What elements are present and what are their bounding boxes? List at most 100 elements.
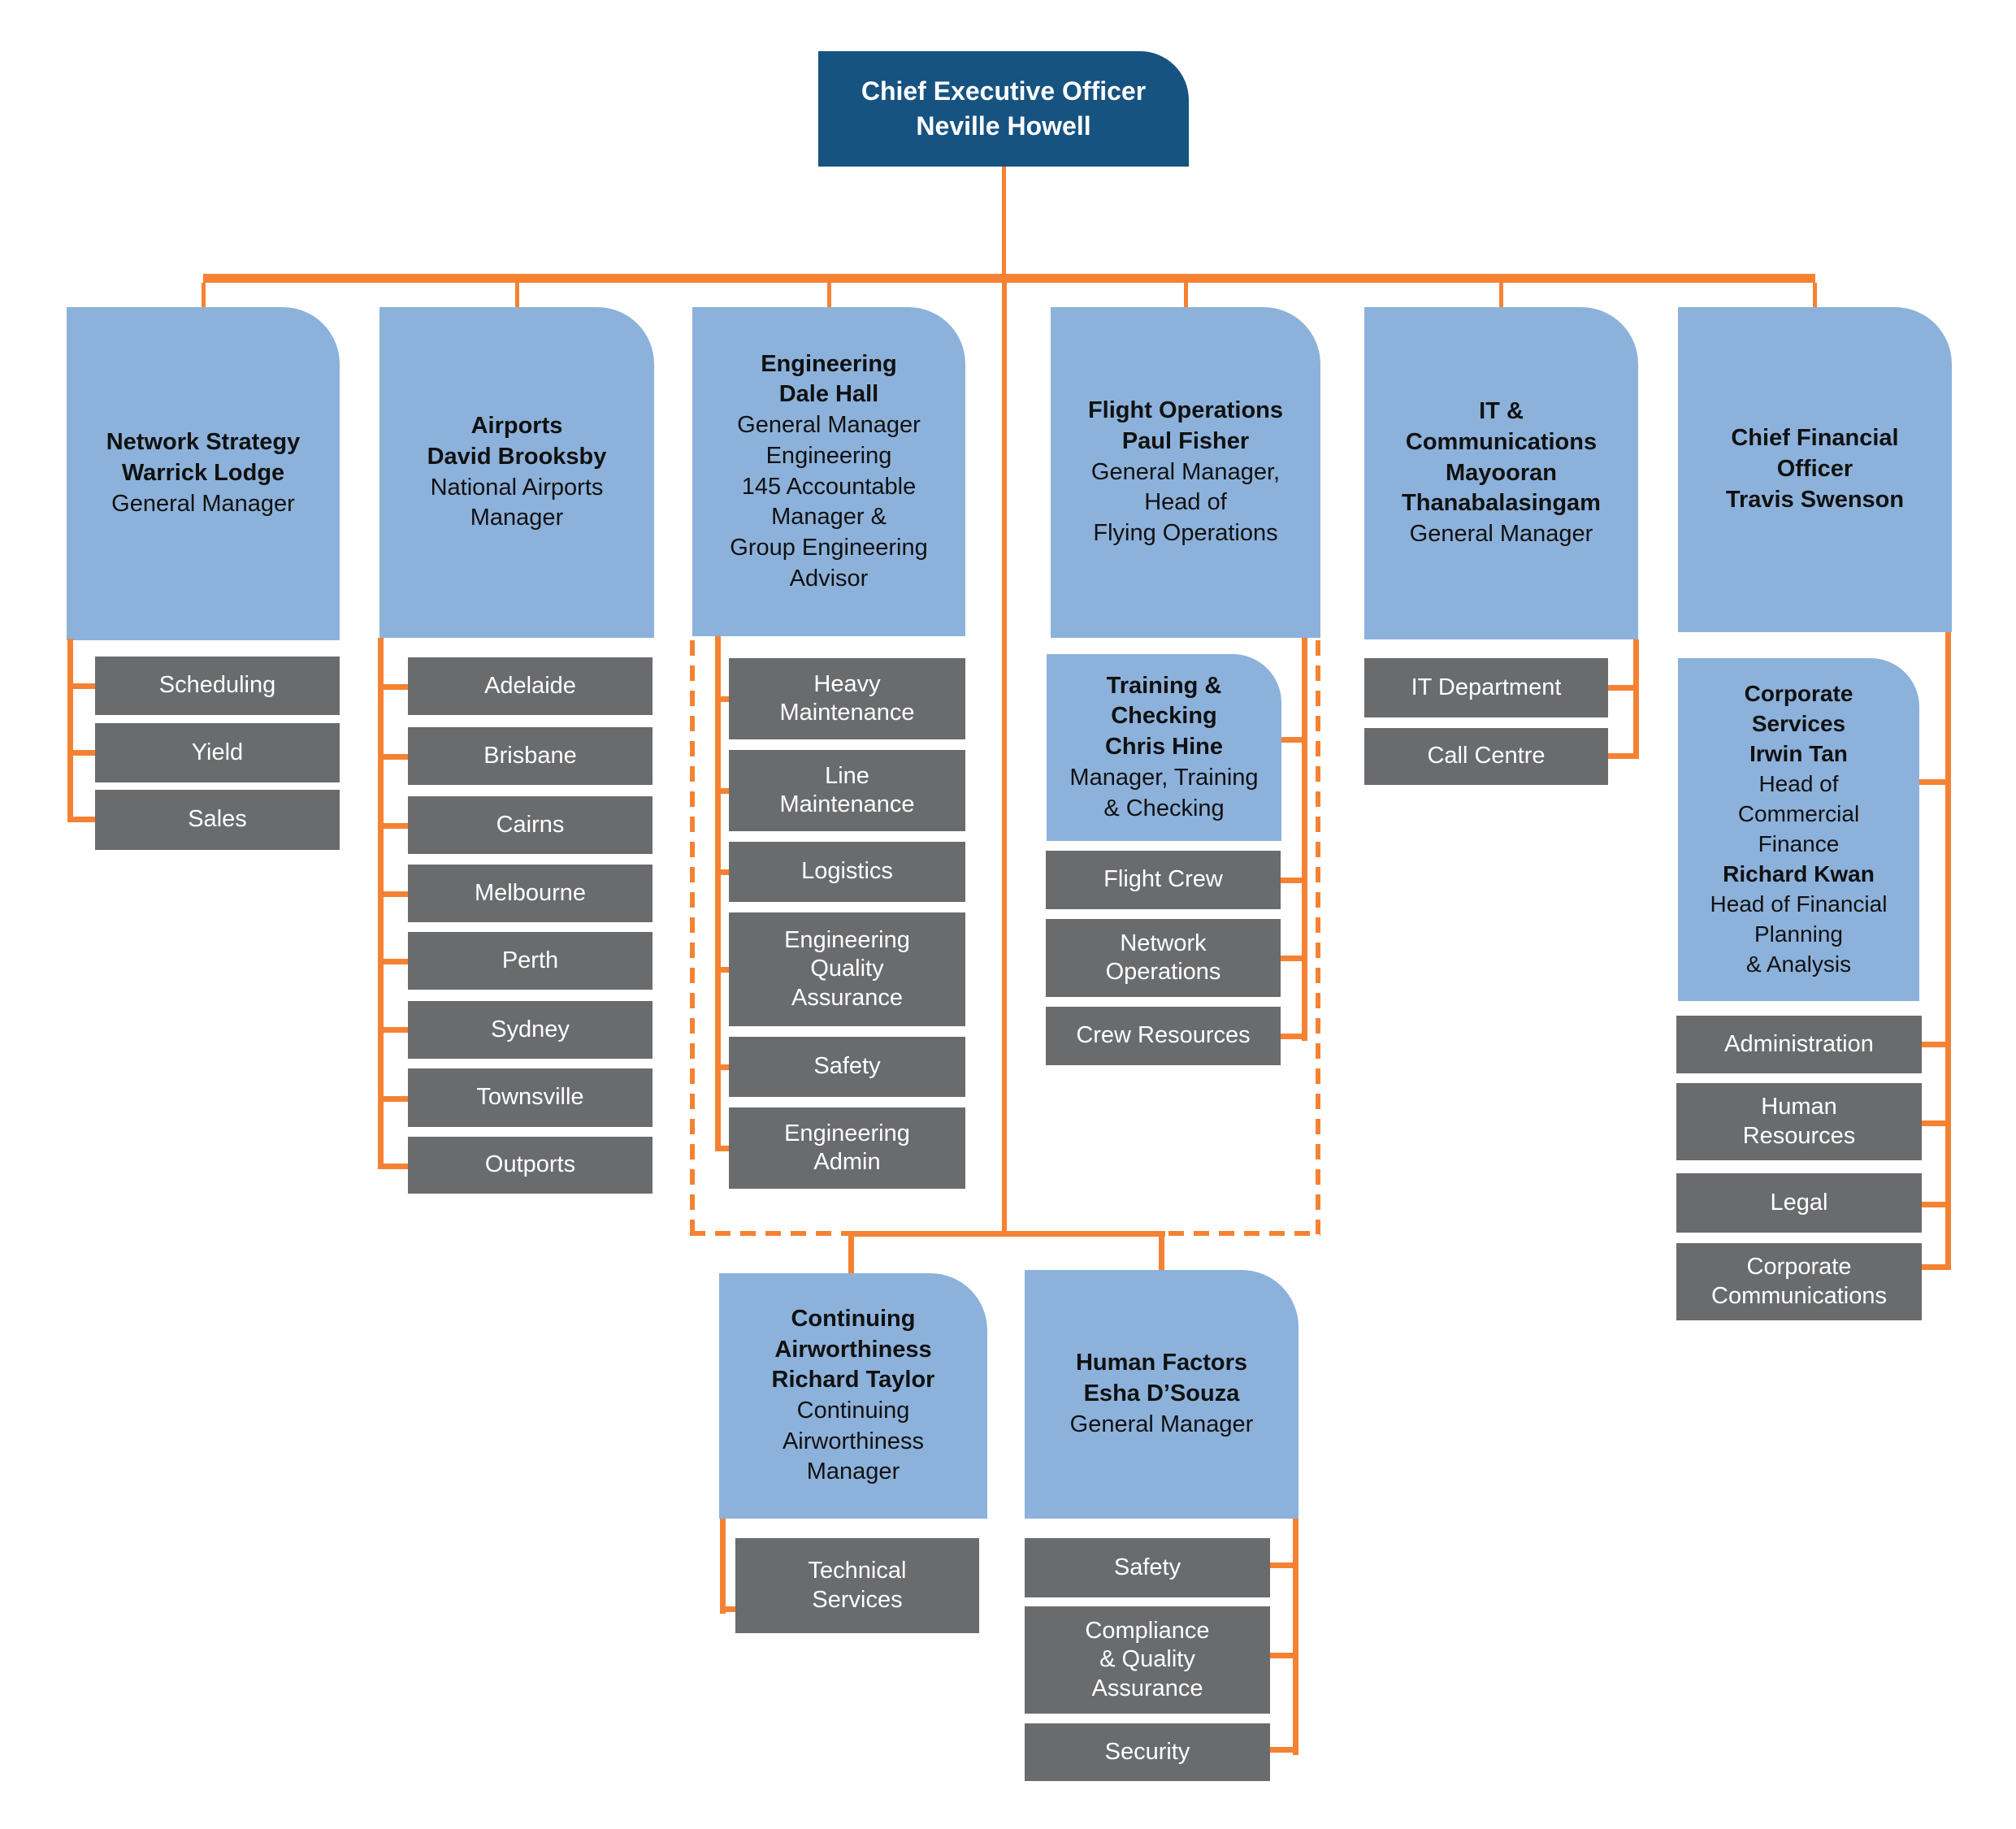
connector-engineering-rail	[715, 636, 721, 1151]
item-legal: Legal	[1676, 1173, 1922, 1233]
connector-drop-continuing-airworthiness	[848, 1237, 854, 1273]
connector-drop-flight-operations	[1184, 283, 1188, 307]
item-call-centre-label: Call Centre	[1427, 743, 1546, 769]
branch-flight-operations: Flight Operations Paul Fisher General Ma…	[1051, 307, 1320, 638]
item-technical-services: Technical Services	[735, 1538, 979, 1633]
ceo-box: Chief Executive Officer Neville Howell	[818, 51, 1189, 167]
item-human-resources-label: Human Resources	[1742, 1094, 1856, 1149]
item-perth: Perth	[408, 932, 652, 990]
connector-stub-outports	[378, 1164, 408, 1169]
connector-stub-crew-resources	[1281, 1034, 1302, 1039]
item-cairns: Cairns	[408, 796, 652, 854]
branch-corporate-services: Corporate Services Irwin Tan Head of Com…	[1678, 658, 1919, 1001]
item-crew-resources: Crew Resources	[1046, 1007, 1281, 1065]
connector-stub-heavy-maintenance	[715, 696, 729, 702]
branch-corporate-services-role-1: Head of Commercial Finance	[1737, 771, 1860, 856]
connector-stub-line-maintenance	[715, 788, 729, 794]
item-engineering-admin: Engineering Admin	[729, 1107, 965, 1189]
connector-stub-training-checking	[1281, 737, 1302, 743]
item-outports: Outports	[408, 1137, 652, 1194]
branch-network-strategy: Network Strategy Warrick Lodge General M…	[67, 307, 340, 640]
item-perth-label: Perth	[501, 947, 559, 973]
item-flight-crew: Flight Crew	[1046, 851, 1281, 909]
branch-training-checking-role: Manager, Training & Checking	[1069, 764, 1259, 821]
branch-human-factors-title: Human Factors Esha D’Souza	[1075, 1350, 1248, 1407]
item-corporate-communications: Corporate Communications	[1676, 1243, 1922, 1320]
branch-engineering-role: General Manager Engineering 145 Accounta…	[730, 412, 928, 592]
branch-engineering: Engineering Dale Hall General Manager En…	[692, 307, 965, 636]
connector-top-bar	[203, 274, 1815, 283]
connector-stub-corporate-services	[1919, 779, 1945, 785]
connector-stub-cairns	[378, 823, 408, 829]
branch-network-strategy-role: General Manager	[111, 490, 295, 517]
item-network-operations-label: Network Operations	[1105, 930, 1221, 985]
branch-airports: Airports David Brooksby National Airport…	[379, 307, 654, 638]
item-adelaide: Adelaide	[408, 657, 652, 715]
connector-drop-it	[1499, 283, 1503, 307]
item-engineering-quality-assurance: Engineering Quality Assurance	[729, 912, 965, 1026]
connector-stub-flight-crew	[1281, 878, 1302, 883]
item-it-department-label: IT Department	[1411, 674, 1562, 700]
item-brisbane: Brisbane	[408, 727, 652, 785]
item-engineering-quality-assurance-label: Engineering Quality Assurance	[784, 926, 910, 1011]
connector-stub-security	[1270, 1747, 1293, 1753]
connector-stub-perth	[378, 959, 408, 964]
connector-stub-network-operations	[1281, 956, 1302, 961]
branch-corporate-services-role-2: Head of Financial Planning & Analysis	[1710, 891, 1888, 977]
item-corporate-communications-label: Corporate Communications	[1711, 1254, 1887, 1309]
branch-flight-operations-title: Flight Operations Paul Fisher	[1087, 397, 1284, 454]
connector-stub-townsville	[378, 1096, 408, 1102]
connector-stub-scheduling	[67, 683, 95, 689]
connector-drop-airports	[515, 283, 519, 307]
connector-stub-logistics	[715, 869, 729, 875]
dashed-border-right	[1316, 640, 1320, 1234]
connector-ceo-drop	[1002, 167, 1006, 274]
connector-stub-engineering-quality-assurance	[715, 967, 729, 973]
connector-stub-brisbane	[378, 754, 408, 760]
branch-it-communications-title: IT & Communications Mayooran Thanabalasi…	[1402, 398, 1601, 517]
connector-drop-human-factors	[1159, 1237, 1164, 1270]
connector-stub-yield	[67, 750, 95, 756]
branch-training-checking-title: Training & Checking Chris Hine	[1104, 672, 1224, 761]
connector-hf-rail	[1293, 1519, 1298, 1755]
connector-cfo-rail	[1945, 632, 1951, 1270]
connector-stub-sales	[67, 817, 95, 822]
connector-bottom-bar	[848, 1231, 1165, 1237]
connector-stub-sydney	[378, 1027, 408, 1033]
connector-stub-it-department	[1608, 685, 1633, 691]
connector-ca-rail	[720, 1519, 726, 1614]
connector-stub-hf-safety	[1270, 1562, 1293, 1568]
connector-stub-corporate-communications	[1922, 1264, 1945, 1270]
item-engineering-safety-label: Safety	[813, 1053, 881, 1080]
item-heavy-maintenance: Heavy Maintenance	[729, 658, 965, 739]
item-hf-safety: Safety	[1025, 1538, 1270, 1597]
item-call-centre: Call Centre	[1364, 728, 1608, 785]
item-it-department: IT Department	[1364, 658, 1608, 717]
item-line-maintenance: Line Maintenance	[729, 750, 965, 831]
item-logistics-label: Logistics	[801, 858, 893, 885]
branch-network-strategy-title: Network Strategy Warrick Lodge	[106, 429, 301, 487]
connector-drop-network	[202, 283, 206, 307]
connector-stub-engineering-safety	[715, 1064, 729, 1070]
item-outports-label: Outports	[484, 1151, 576, 1178]
connector-airports-rail	[378, 638, 384, 1169]
ceo-name: Neville Howell	[916, 111, 1091, 141]
branch-cfo: Chief Financial Officer Travis Swenson	[1678, 307, 1952, 632]
branch-flight-operations-role: General Manager, Head of Flying Operatio…	[1090, 458, 1281, 547]
branch-training-checking: Training & Checking Chris Hine Manager, …	[1047, 654, 1281, 841]
item-engineering-safety: Safety	[729, 1037, 965, 1097]
branch-engineering-title: Engineering Dale Hall	[761, 350, 897, 408]
connector-drop-engineering	[827, 283, 831, 307]
connector-stub-compliance-quality-assurance	[1270, 1653, 1293, 1658]
connector-center-spine	[1002, 283, 1007, 1236]
branch-it-communications-role: General Manager	[1409, 521, 1593, 548]
item-human-resources: Human Resources	[1676, 1083, 1922, 1160]
item-security: Security	[1025, 1723, 1270, 1781]
connector-stub-engineering-admin	[715, 1146, 729, 1151]
connector-stub-melbourne	[378, 891, 408, 897]
connector-stub-adelaide	[378, 684, 408, 690]
connector-stub-administration	[1922, 1042, 1945, 1047]
item-crew-resources-label: Crew Resources	[1076, 1022, 1251, 1049]
connector-stub-technical-services	[720, 1606, 735, 1612]
connector-flight-ops-rail	[1302, 638, 1307, 1041]
